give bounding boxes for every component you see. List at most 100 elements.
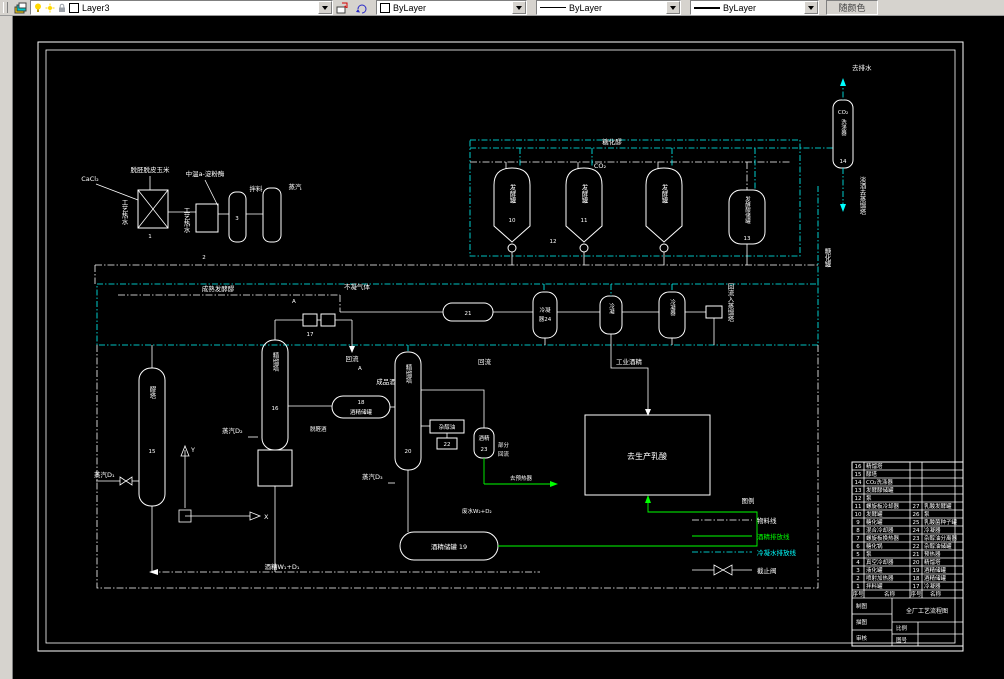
make-object-layer-current-button[interactable] [334, 1, 351, 14]
color-combobox[interactable]: ByLayer [376, 0, 527, 15]
steam-d3-label: 蒸汽D₃ [362, 472, 383, 481]
condenser-17a [302, 313, 318, 327]
pump-icon [659, 243, 669, 253]
parts-no: 20 [913, 560, 920, 566]
parts-name: 混合冷却器 [866, 526, 894, 534]
lineweight-dropdown-arrow[interactable] [804, 1, 818, 14]
legend-item-label: 酒精排放线 [757, 532, 790, 541]
stillage-label: 酒糟W₁+D₁ [264, 562, 299, 571]
partial-reflux-label: 部分 [498, 441, 510, 449]
fermenter-10 [493, 167, 531, 243]
steam-d2-label: 蒸汽D₂ [222, 426, 243, 435]
parts-name: 预热器 [924, 550, 941, 558]
parts-name: 杂醇油分离器 [924, 534, 958, 542]
condenser-17b [320, 313, 336, 327]
layer-combobox[interactable]: Layer3 [30, 0, 333, 15]
reflux-label: 回流 [346, 354, 360, 363]
steam-d1-label: 蒸汽D₁ [94, 470, 115, 479]
linetype-dropdown-arrow[interactable] [666, 1, 680, 14]
lineweight-preview [694, 6, 720, 9]
industrial-alcohol-label: 工业酒精 [616, 357, 643, 366]
equip-no: 15 [149, 449, 156, 455]
parts-name: 醪塔 [866, 470, 878, 478]
parts-name: 螺旋板冷却器 [866, 502, 900, 510]
reflux-label: 回流 [478, 357, 492, 366]
scrubber-name-label: 洗涤器 [840, 118, 847, 137]
title-block-label: 描图 [856, 618, 868, 626]
equip-no: 1 [148, 234, 152, 240]
legend-item-label: 冷凝水排放线 [757, 548, 797, 557]
fusel-label: 杂醇油 [439, 423, 456, 431]
condenser-mid [599, 295, 623, 335]
parts-no: 10 [855, 512, 862, 518]
layer-freeze-icon[interactable] [45, 3, 55, 13]
toolbar-grip[interactable] [3, 2, 8, 13]
waste-water-label: 废水W₂+D₂ [462, 507, 492, 515]
parts-no: 1 [856, 584, 860, 590]
title-block-label: 审核 [856, 634, 868, 642]
color-value-label: ByLayer [393, 2, 427, 13]
color-dropdown-arrow[interactable] [512, 1, 526, 14]
parts-no: 4 [856, 560, 860, 566]
parts-no: 3 [856, 568, 860, 574]
stream-tag: A [292, 299, 296, 305]
fermenter-label: 发酵罐 [508, 183, 516, 205]
mash-column-label: 醪塔 [148, 386, 156, 401]
parts-no: 8 [856, 528, 860, 534]
reflux-box [705, 305, 723, 319]
plot-style-box: 随颜色 [826, 0, 878, 15]
lineweight-combobox[interactable]: ByLayer [690, 0, 819, 15]
ucs-y-label: Y [190, 446, 195, 454]
parts-no: 11 [855, 504, 862, 510]
arrow-right-icon [550, 481, 558, 487]
left-dock-area [0, 16, 13, 679]
drawing-canvas[interactable]: CaCl₂ 脱胚脱皮玉米 中温a-淀粉酶 1 工艺热水 工艺热水 2 3 拌料 [13, 16, 1004, 679]
lineweight-value-label: ByLayer [723, 2, 757, 13]
arrow-down-icon [645, 409, 651, 416]
equip-no: 10 [509, 218, 516, 224]
parts-no: 12 [855, 496, 862, 502]
stream-tag: A [358, 366, 362, 372]
arrow-down-icon [840, 204, 846, 212]
equip-no: 23 [481, 447, 488, 453]
parts-no: 23 [913, 536, 920, 542]
layer-color-chip[interactable] [69, 2, 79, 13]
parts-no: 22 [913, 544, 920, 550]
scrubber-co2-label: CO₂ [838, 110, 848, 116]
parts-name: 乳酸发酵罐 [924, 502, 952, 510]
parts-name: 发酵罐 [866, 510, 883, 518]
title-block-label: 图号 [896, 636, 908, 644]
layer-on-icon[interactable] [34, 3, 42, 13]
layer-properties-button[interactable] [12, 1, 29, 14]
hot-water-label: 工艺热水 [120, 199, 128, 225]
parts-header: 名称 [930, 590, 942, 598]
linetype-combobox[interactable]: ByLayer [536, 0, 681, 15]
arrow-down-icon [349, 346, 355, 353]
product-label: 成品酒 [376, 377, 396, 386]
parts-name: 精馏塔 [866, 462, 883, 470]
column-label: 精馏塔 [271, 351, 279, 373]
layer-lock-icon[interactable] [58, 3, 66, 13]
co2-label: CO₂ [594, 162, 607, 170]
parts-name: CO₂洗涤器 [866, 478, 893, 486]
column-label: 精馏塔 [404, 363, 412, 385]
parts-name: 乳酸菌种子罐 [924, 518, 958, 526]
parts-no: 14 [855, 480, 862, 486]
parts-header: 名称 [884, 590, 896, 598]
condenser-label: 冷凝器 [669, 298, 676, 317]
equip-no: 20 [405, 449, 412, 455]
parts-no: 21 [913, 552, 920, 558]
fermenter-12 [645, 167, 683, 243]
layer-previous-button[interactable] [353, 1, 370, 14]
parts-no: 5 [856, 552, 860, 558]
parts-name: 精馏塔 [924, 558, 941, 566]
legend-item-label: 物料线 [757, 516, 777, 525]
parts-name: 拌料罐 [866, 582, 883, 590]
make-current-icon [336, 2, 348, 13]
layer-name-label: Layer3 [82, 2, 110, 13]
parts-no: 6 [856, 544, 860, 550]
drawing-frame [37, 41, 964, 652]
enzyme-label: 中温a-淀粉酶 [186, 169, 225, 178]
layer-dropdown-arrow[interactable] [318, 1, 332, 14]
